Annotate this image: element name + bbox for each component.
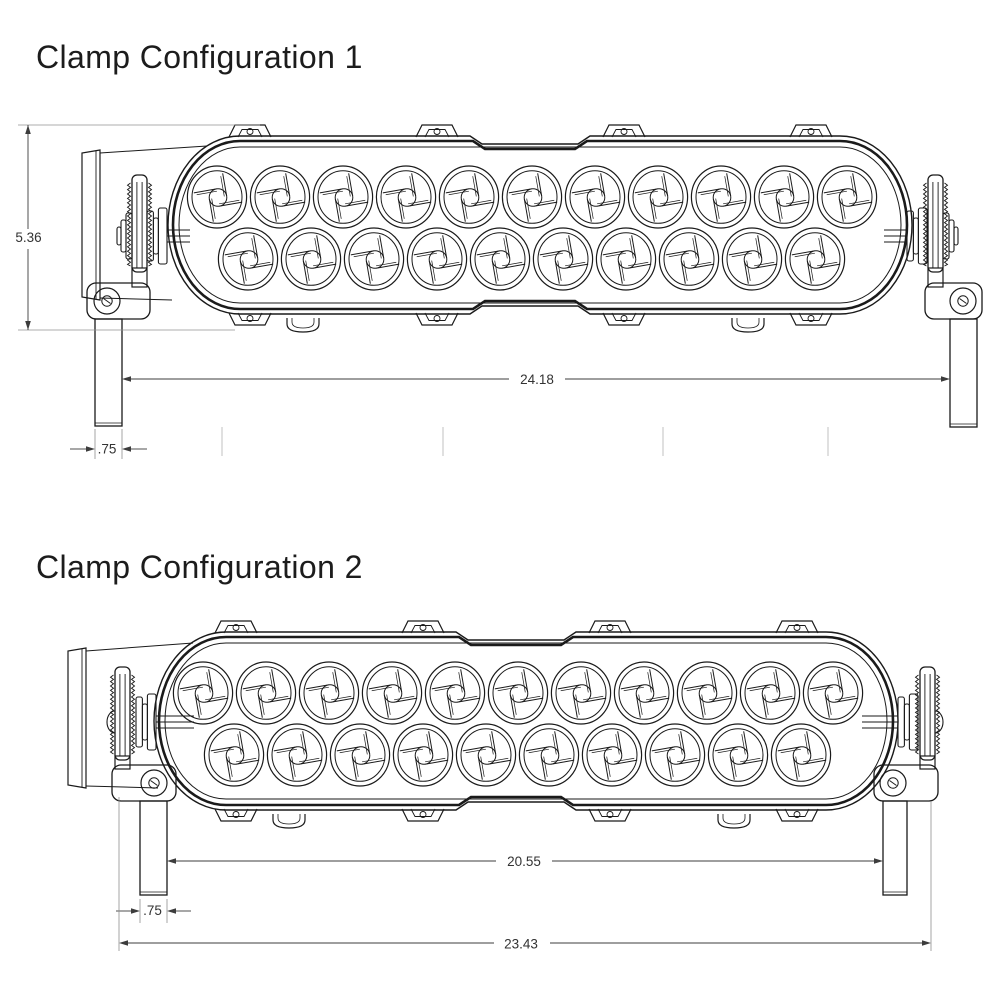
dimensions-config1 [18,124,950,459]
led-lens [784,227,846,291]
led-lens [518,723,580,787]
led-lens [392,723,454,787]
clamp [106,666,194,896]
led-lens [469,227,531,291]
led-lens [487,661,549,725]
dim-leg-width-label-config1: .75 [98,442,117,457]
led-lens [172,661,234,725]
led-lens [424,661,486,725]
led-lens [406,227,468,291]
dim-height-label: 5.36 [15,230,41,245]
led-lens [266,723,328,787]
config1-title: Clamp Configuration 1 [36,39,363,75]
led-lens [455,723,517,787]
dim-clamp-span-label-config2: 20.55 [507,854,541,869]
led-lens [249,165,311,229]
led-lens [280,227,342,291]
led-lens [186,165,248,229]
dim-overall-width-label-config2: 23.43 [504,937,538,952]
led-lens [217,227,279,291]
led-lens [532,227,594,291]
led-lens [361,661,423,725]
clamps-config2 [106,666,944,896]
clamp [862,666,944,896]
led-lens [501,165,563,229]
lightbar-config2 [67,620,899,829]
led-lens [595,227,657,291]
led-lens [235,661,297,725]
led-lens [658,227,720,291]
led-lens [627,165,689,229]
led-lens [707,723,769,787]
led-lens [721,227,783,291]
dim-clamp-span-label-config1: 24.18 [520,372,554,387]
led-lens [564,165,626,229]
led-lens [298,661,360,725]
config2-title: Clamp Configuration 2 [36,549,363,585]
clamps-config1 [86,174,983,428]
led-lens [739,661,801,725]
led-lens [753,165,815,229]
led-lens [581,723,643,787]
lightbar-config1 [81,124,913,333]
led-lens [375,165,437,229]
led-lens [438,165,500,229]
dim-leg-width-label-config2: .75 [143,903,162,918]
led-lens [770,723,832,787]
led-lens [343,227,405,291]
led-lens [676,661,738,725]
led-lens [816,165,878,229]
led-lens [550,661,612,725]
led-lens [644,723,706,787]
led-lens [329,723,391,787]
led-lens [203,723,265,787]
led-lens [312,165,374,229]
dimensions-config2 [116,797,932,951]
led-lens [690,165,752,229]
led-lens [802,661,864,725]
clamp [884,174,983,428]
clamp [86,174,190,427]
led-lens [613,661,675,725]
